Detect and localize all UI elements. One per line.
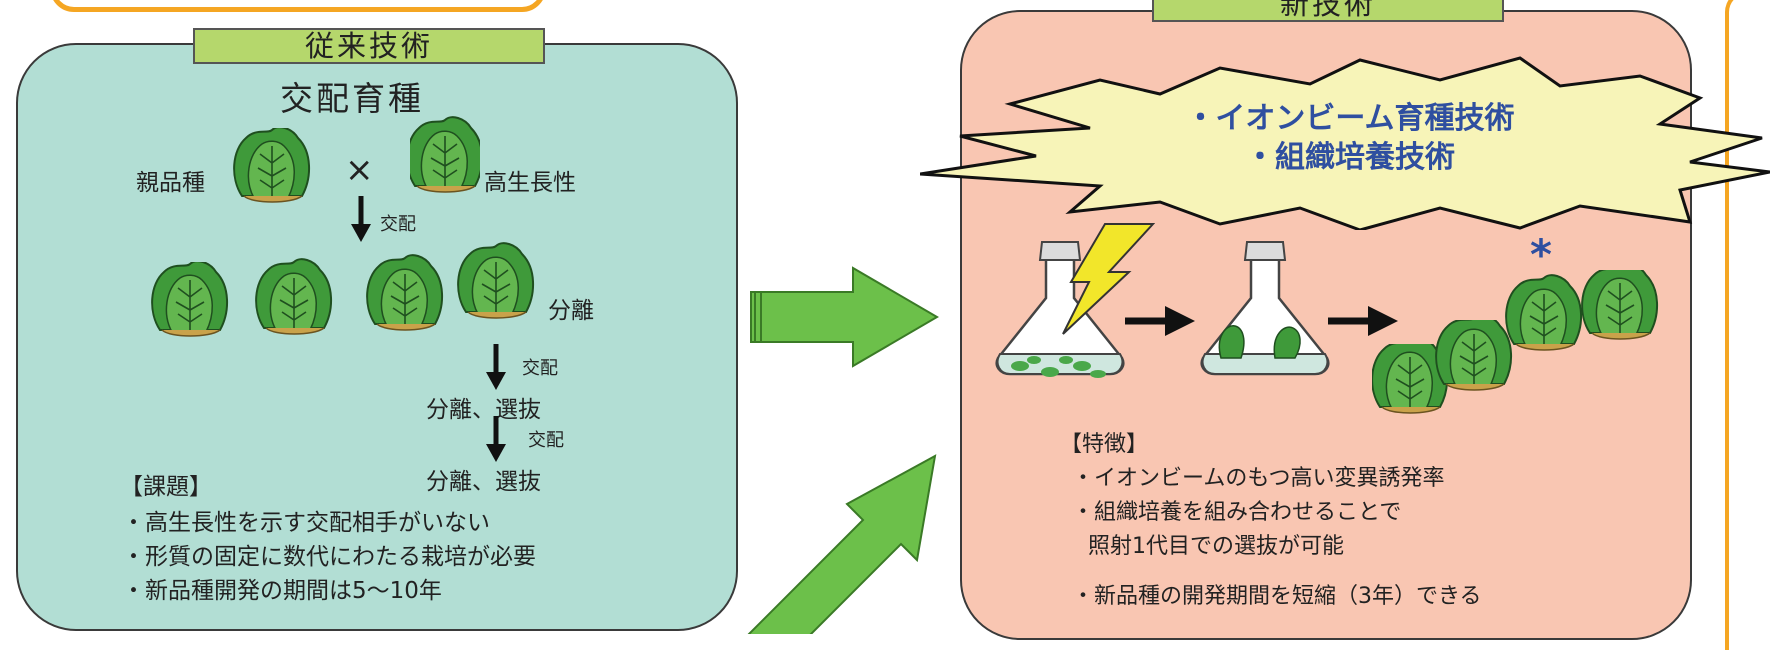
technology-burst [920, 56, 1770, 230]
lettuce-icon [457, 242, 535, 319]
lettuce-icon [151, 262, 229, 337]
top-orange-frame [50, 0, 546, 12]
feature-item: ・組織培養を組み合わせることで [1072, 500, 1402, 525]
arrow-right-icon [750, 266, 939, 368]
feature-item: ・新品種の開発期間を短縮（3年）できる [1072, 584, 1482, 609]
lettuce-icon [233, 128, 311, 203]
arrow-down-icon [486, 416, 506, 462]
cross-label-2: 交配 [522, 358, 558, 379]
feature-item-continued: 照射1代目での選抜が可能 [1088, 534, 1344, 559]
high-growth-label: 高生長性 [484, 170, 576, 196]
selection-label-2: 分離、選抜 [426, 469, 541, 495]
feature-item: ・イオンビームのもつ高い変異誘発率 [1072, 466, 1445, 491]
burst-text-line-1: ・イオンビーム育種技術 [1185, 101, 1515, 136]
issue-item: ・新品種開発の期間は5～10年 [122, 578, 442, 604]
parent-variety-label: 親品種 [136, 170, 205, 196]
burst-text-line-2: ・組織培養技術 [1245, 140, 1455, 175]
conventional-tag: 従来技術 [193, 28, 545, 64]
cross-label-1: 交配 [380, 214, 416, 235]
flask-icon [1200, 240, 1330, 376]
lettuce-icon [410, 116, 480, 193]
new-technology-tag: 新技術 [1152, 0, 1504, 22]
flask-icon [995, 240, 1125, 378]
issues-header: 【課題】 [120, 474, 212, 500]
segregation-label: 分離 [548, 298, 594, 324]
issue-item: ・形質の固定に数代にわたる栽培が必要 [122, 544, 536, 570]
lettuce-icon [366, 254, 444, 331]
issue-item: ・高生長性を示す交配相手がいない [122, 510, 490, 536]
arrow-right-icon [1328, 306, 1398, 336]
cross-label-3: 交配 [528, 430, 564, 451]
cross-mark: × [345, 150, 374, 190]
selected-star-mark: * [1530, 230, 1552, 279]
selection-label-1: 分離、選抜 [426, 397, 541, 423]
lettuce-icon [1581, 270, 1659, 340]
arrow-right-icon [1125, 306, 1195, 336]
lettuce-icon [255, 258, 333, 335]
right-orange-frame [1725, 0, 1774, 650]
method-title: 交配育種 [280, 79, 424, 118]
features-header: 【特徴】 [1060, 432, 1149, 457]
lettuce-icon [1505, 274, 1583, 351]
arrow-down-icon [486, 344, 506, 390]
conventional-panel [16, 43, 738, 631]
diagonal-arrow-icon [747, 454, 937, 634]
lightning-icon [1062, 223, 1155, 335]
arrow-down-icon [351, 196, 371, 242]
